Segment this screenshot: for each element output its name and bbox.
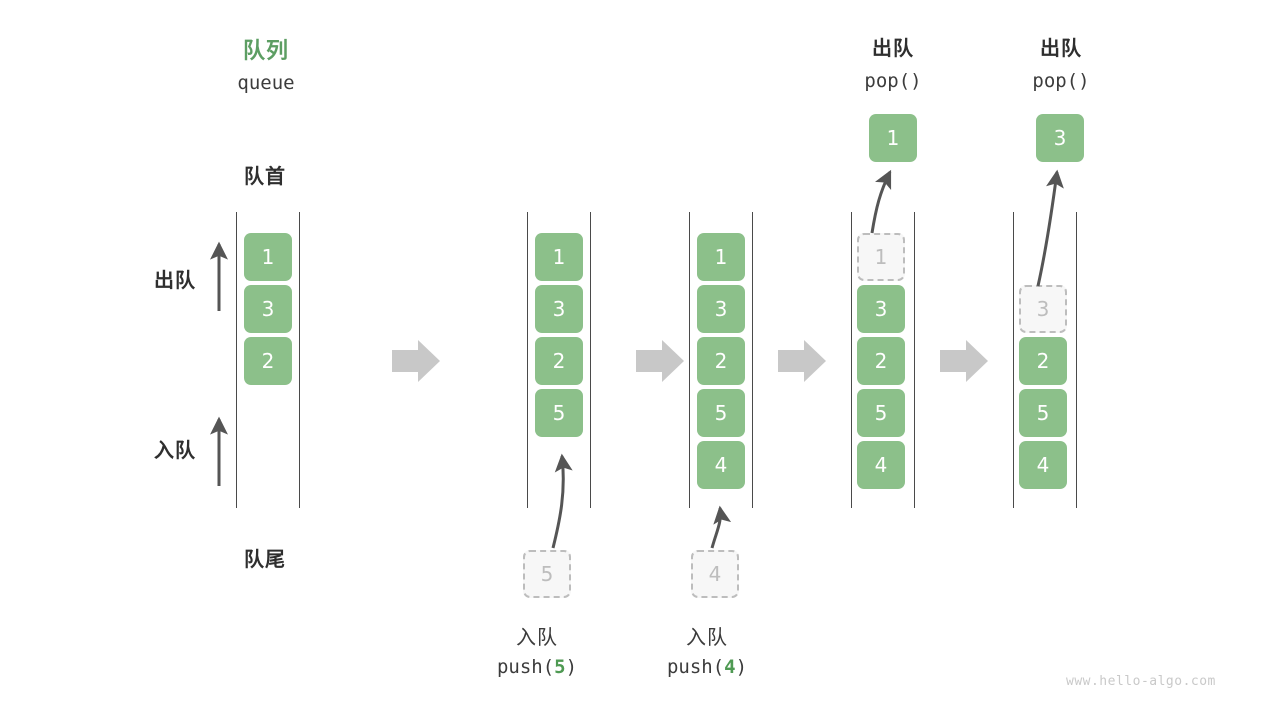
step-arrow xyxy=(940,340,988,382)
push5-caption-label: 入队 xyxy=(516,625,558,649)
pop1-arrow xyxy=(870,169,892,234)
incoming-element: 4 xyxy=(691,550,739,598)
rail-left-col4 xyxy=(851,212,852,508)
queue-front-label: 队首 xyxy=(244,164,286,188)
push4-caption-code: push(4) xyxy=(637,656,777,678)
queue-cell: 2 xyxy=(697,337,745,385)
rail-right-col5 xyxy=(1076,212,1077,508)
pop2-arrow xyxy=(1036,169,1064,287)
rail-right-col2 xyxy=(590,212,591,508)
queue-cell: 3 xyxy=(244,285,292,333)
queue-cell: 2 xyxy=(244,337,292,385)
push4-arg: 4 xyxy=(724,656,736,678)
pop2-caption-label: 出队 xyxy=(1040,36,1082,60)
pop1-caption-label: 出队 xyxy=(872,36,914,60)
queue-cell: 1 xyxy=(244,233,292,281)
queue-cell: 3 xyxy=(857,285,905,333)
outgoing-element: 3 xyxy=(1019,285,1067,333)
watermark: www.hello-algo.com xyxy=(1066,674,1216,689)
outgoing-element: 1 xyxy=(857,233,905,281)
pop-direction-label: 出队 xyxy=(154,268,196,292)
queue-cell: 5 xyxy=(1019,389,1067,437)
queue-cell: 1 xyxy=(697,233,745,281)
rail-left-col1 xyxy=(236,212,237,508)
queue-cell: 3 xyxy=(697,285,745,333)
queue-cell: 5 xyxy=(697,389,745,437)
pop1-caption-code: pop() xyxy=(864,70,922,92)
push5-caption-code: push(5) xyxy=(467,656,607,678)
push4-arrow xyxy=(710,505,732,549)
push5-close: ) xyxy=(565,656,578,678)
push5-fn: push( xyxy=(496,656,555,678)
rail-right-col4 xyxy=(914,212,915,508)
step-arrow xyxy=(778,340,826,382)
queue-cell: 5 xyxy=(857,389,905,437)
push5-arg: 5 xyxy=(554,656,566,678)
pop2-caption-code: pop() xyxy=(1032,70,1090,92)
queue-cell: 2 xyxy=(535,337,583,385)
queue-cell: 1 xyxy=(535,233,583,281)
queue-cell: 3 xyxy=(535,285,583,333)
push4-fn: push( xyxy=(666,656,725,678)
popped-element: 1 xyxy=(869,114,917,162)
push5-arrow xyxy=(551,453,573,549)
rail-right-col3 xyxy=(752,212,753,508)
queue-cell: 4 xyxy=(697,441,745,489)
page-title: 队列 xyxy=(242,39,289,64)
queue-cell: 2 xyxy=(1019,337,1067,385)
incoming-element: 5 xyxy=(523,550,571,598)
push4-close: ) xyxy=(735,656,748,678)
queue-cell: 2 xyxy=(857,337,905,385)
queue-cell: 4 xyxy=(857,441,905,489)
queue-rear-label: 队尾 xyxy=(244,547,286,571)
queue-cell: 5 xyxy=(535,389,583,437)
queue-cell: 4 xyxy=(1019,441,1067,489)
popped-element: 3 xyxy=(1036,114,1084,162)
rail-left-col5 xyxy=(1013,212,1014,508)
step-arrow xyxy=(636,340,684,382)
rail-right-col1 xyxy=(299,212,300,508)
push-direction-label: 入队 xyxy=(154,438,196,462)
push4-caption-label: 入队 xyxy=(686,625,728,649)
rail-left-col2 xyxy=(527,212,528,508)
page-subtitle: queue xyxy=(237,72,295,94)
step-arrow xyxy=(392,340,440,382)
rail-left-col3 xyxy=(689,212,690,508)
